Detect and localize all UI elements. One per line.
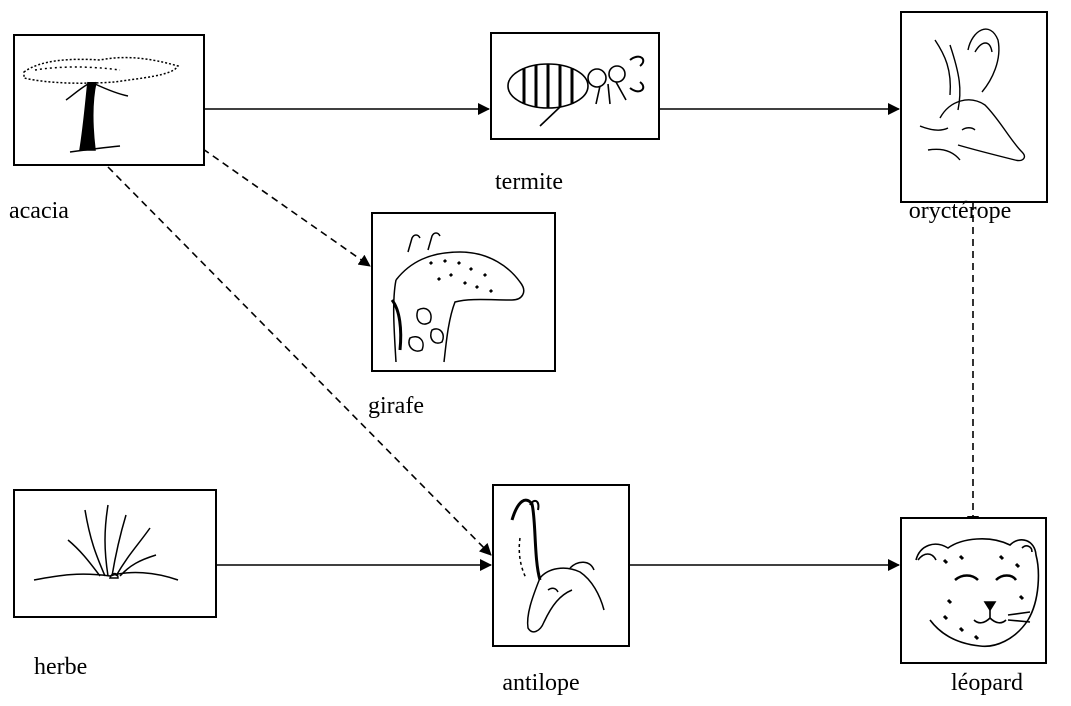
- label-orycterope: oryctérope: [908, 198, 1012, 224]
- giraffe-icon: [390, 232, 525, 363]
- aardvark-icon: [919, 28, 1026, 162]
- arrow-links: [107, 103, 979, 571]
- label-acacia: acacia: [9, 198, 69, 224]
- label-herbe: herbe: [34, 654, 88, 680]
- antilope-node: [492, 484, 630, 647]
- acacia-node: [13, 34, 205, 166]
- leopard-icon: [915, 538, 1040, 648]
- orycterope-node: [900, 11, 1048, 203]
- leopard-node: [900, 517, 1047, 664]
- label-termite: termite: [495, 169, 563, 195]
- grass-icon: [33, 504, 179, 581]
- acacia-tree-icon: [23, 56, 180, 153]
- termite-node: [490, 32, 660, 140]
- termite-icon: [507, 55, 645, 127]
- label-girafe: girafe: [368, 393, 424, 419]
- label-leopard: léopard: [951, 670, 1023, 696]
- label-antilope: antilope: [502, 670, 580, 696]
- arrow-acacia-to-antilope: [107, 166, 492, 556]
- arrow-acacia-to-girafe: [202, 148, 371, 267]
- girafe-node: [371, 212, 556, 372]
- herbe-node: [13, 489, 217, 618]
- antelope-icon: [510, 498, 605, 633]
